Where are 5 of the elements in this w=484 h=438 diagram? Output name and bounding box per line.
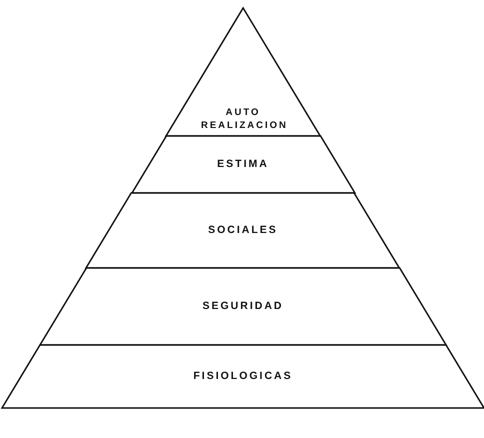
- level-label: AUTO REALIZACION: [200, 107, 285, 132]
- level-label: SOCIALES: [208, 224, 278, 238]
- level-label: ESTIMA: [217, 158, 269, 172]
- level-label: FISIOLOGICAS: [193, 370, 293, 384]
- level-label: SEGURIDAD: [202, 300, 284, 314]
